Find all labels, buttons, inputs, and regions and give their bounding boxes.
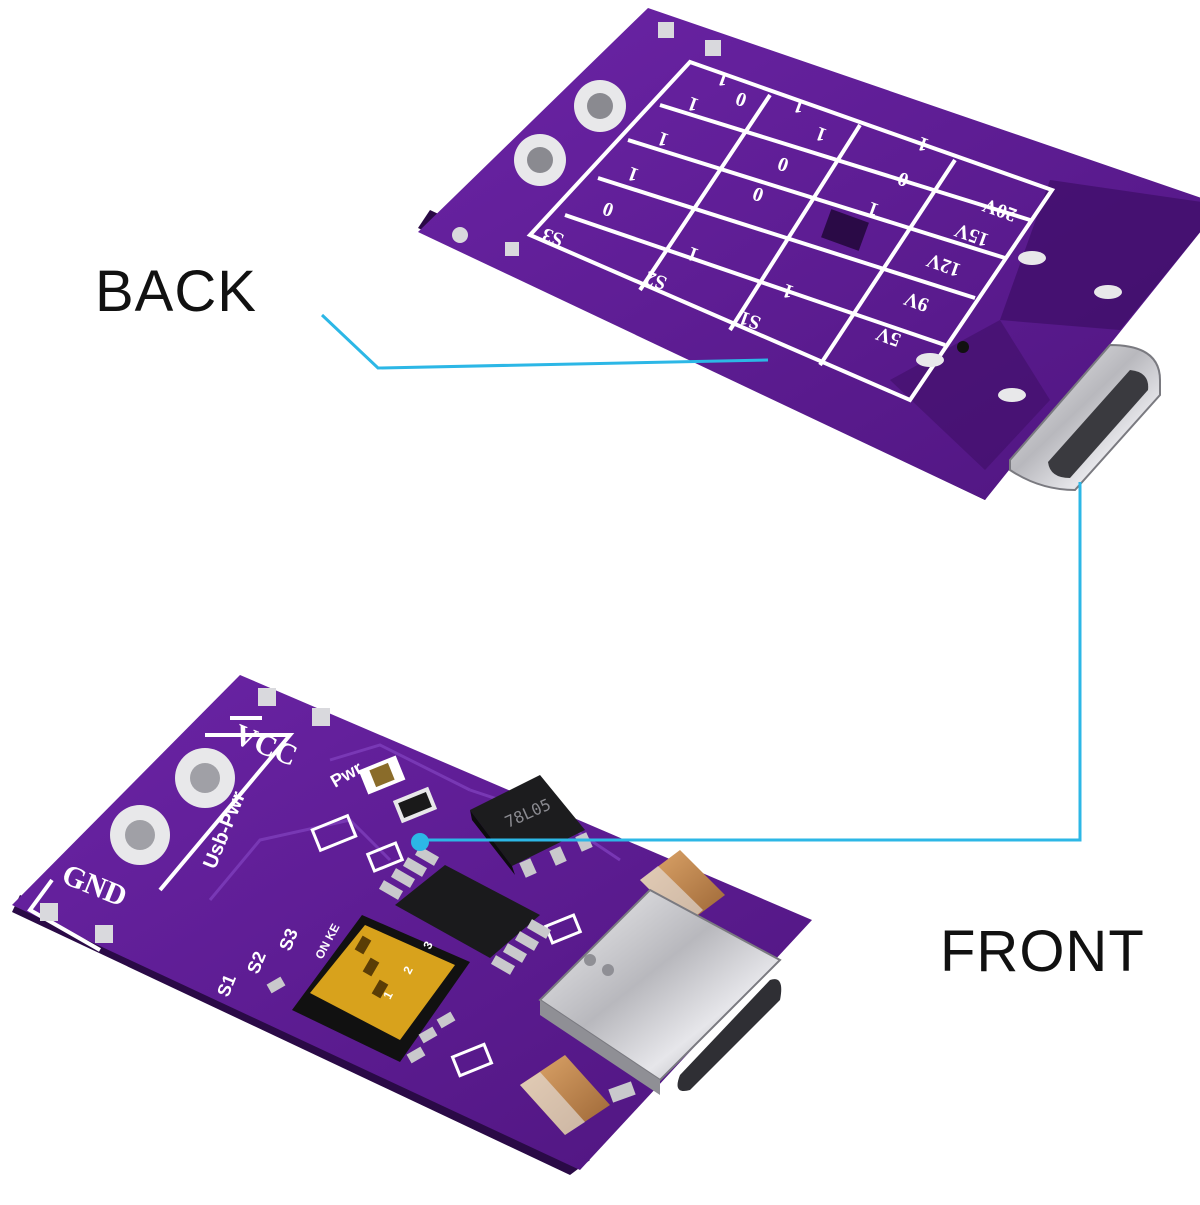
back-mounting-hole-2 (514, 134, 566, 186)
front-dip-toggles[interactable] (354, 935, 389, 999)
back-pad-4 (505, 242, 519, 256)
front-vcc-pad-1 (258, 688, 276, 706)
front-vcc-pad-2 (312, 708, 330, 726)
back-pad-2 (705, 40, 721, 56)
front-gnd-pad-2 (95, 925, 113, 943)
back-leader-line (320, 313, 769, 370)
front-board: VCC GND Usb-Pwr Pwr S1 S2 S3 (12, 675, 812, 1175)
leader-lines (320, 313, 1082, 842)
front-pwr-led (358, 755, 406, 795)
back-pad-1 (658, 22, 674, 38)
front-resistor (392, 786, 438, 824)
front-dip-switch[interactable]: ON KE 1 2 3 (266, 915, 470, 1064)
front-gnd-pad-1 (40, 903, 58, 921)
front-mounting-hole-vcc (175, 748, 235, 808)
back-label: BACK (95, 259, 257, 324)
front-usb-c-connector (538, 888, 782, 1103)
front-leader-dot (411, 833, 429, 851)
front-regulator-78l05: 78L05 (470, 775, 593, 878)
front-label: FRONT (940, 919, 1145, 984)
back-truth-table (526, 59, 1056, 403)
front-capacitor-bottom (520, 1055, 610, 1135)
front-mounting-hole-gnd (110, 805, 170, 865)
back-usb-c-connector (1009, 343, 1161, 492)
dip-toggle-3[interactable] (371, 979, 389, 999)
dip-toggle-1[interactable] (354, 935, 372, 955)
back-board: S3 S2 S1 5V 9V 12V 15V 20V 0 1 1 1 0 1 1… (418, 8, 1200, 500)
back-mounting-hole-1 (574, 80, 626, 132)
front-leader-line (420, 482, 1082, 842)
back-pad-3 (452, 227, 468, 243)
front-controller-ic (378, 846, 552, 975)
dip-toggle-2[interactable] (362, 957, 380, 977)
